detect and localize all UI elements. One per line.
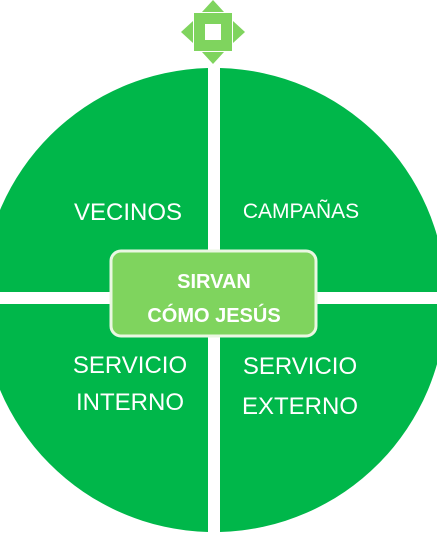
quadrant-top-left <box>0 68 208 292</box>
center-box <box>109 249 318 338</box>
quadrant-label-servicio-externo-line2: EXTERNO <box>242 393 358 420</box>
quadrant-label-vecinos: VECINOS <box>74 199 182 226</box>
quadrant-label-campanas: CAMPAÑAS <box>243 199 359 223</box>
quadrant-bottom-left <box>0 304 208 532</box>
quadrant-label-servicio-interno-line1: SERVICIO <box>73 352 187 379</box>
quadrant-top-right <box>220 68 437 292</box>
center-label-line1: SIRVAN <box>177 271 251 293</box>
center-label-line2: CÓMO JESÚS <box>147 303 280 327</box>
quadrant-label-servicio-interno-line2: INTERNO <box>76 389 184 416</box>
quadrant-bottom-right <box>220 304 437 532</box>
quadrant-label-servicio-externo-line1: SERVICIO <box>243 353 357 380</box>
four-way-arrow-icon <box>181 0 245 64</box>
